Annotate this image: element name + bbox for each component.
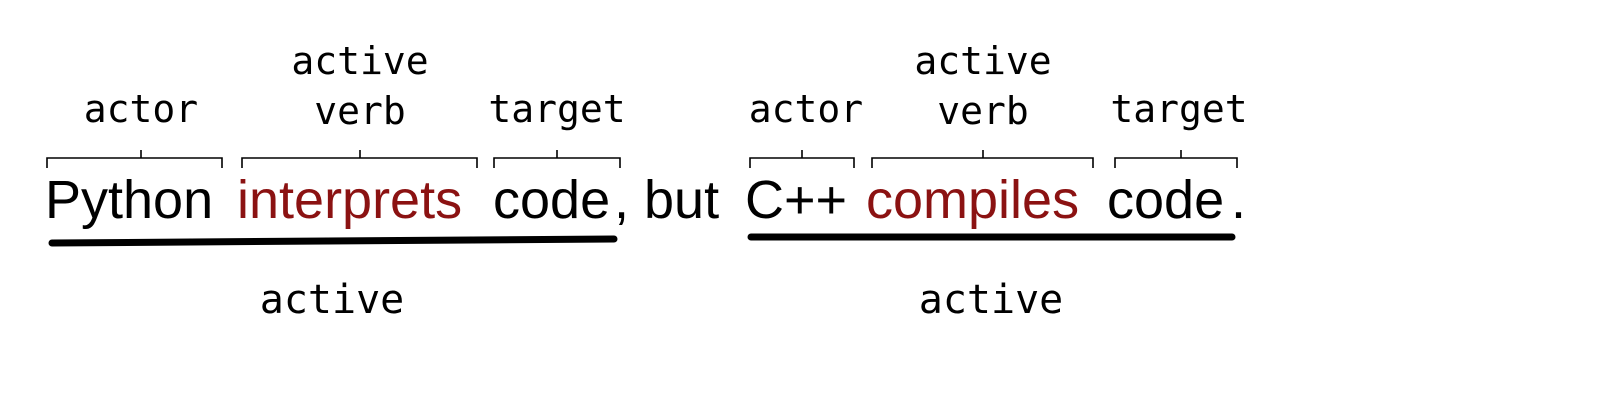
clause2-voice-label: active [918,277,1064,323]
clause2-verb-brace [871,150,1094,168]
clause2-target-word: code [1107,170,1225,230]
clause1-target-label: target [488,87,626,131]
clause1-voice-label: active [259,277,405,323]
clause1-verb-brace [241,150,478,168]
clause2-actor-label: actor [748,87,864,131]
clause2-actor-brace [749,150,855,168]
clause1-underline [48,235,618,247]
clause1-target-word: code [493,170,611,230]
clause1-actor-word: Python [45,170,214,230]
clause1-verb-label-line1: active [291,39,429,83]
clause1-verb-label-line2: verb [314,89,406,133]
clause2-period: . [1231,170,1247,230]
clause2-target-label: target [1110,87,1248,131]
clause2-verb-word: compiles [866,170,1080,230]
clause2-target-brace [1114,150,1238,168]
clause2-verb-label-line2: verb [937,89,1029,133]
clause2-actor-word: C++ [745,170,848,230]
clause1-conjunction: , but [614,170,720,230]
clause1-actor-label: actor [83,87,199,131]
clause1-target-brace [493,150,621,168]
clause2-verb-label-line1: active [914,39,1052,83]
clause1-verb-word: interprets [237,170,463,230]
clause1-actor-brace [46,150,223,168]
